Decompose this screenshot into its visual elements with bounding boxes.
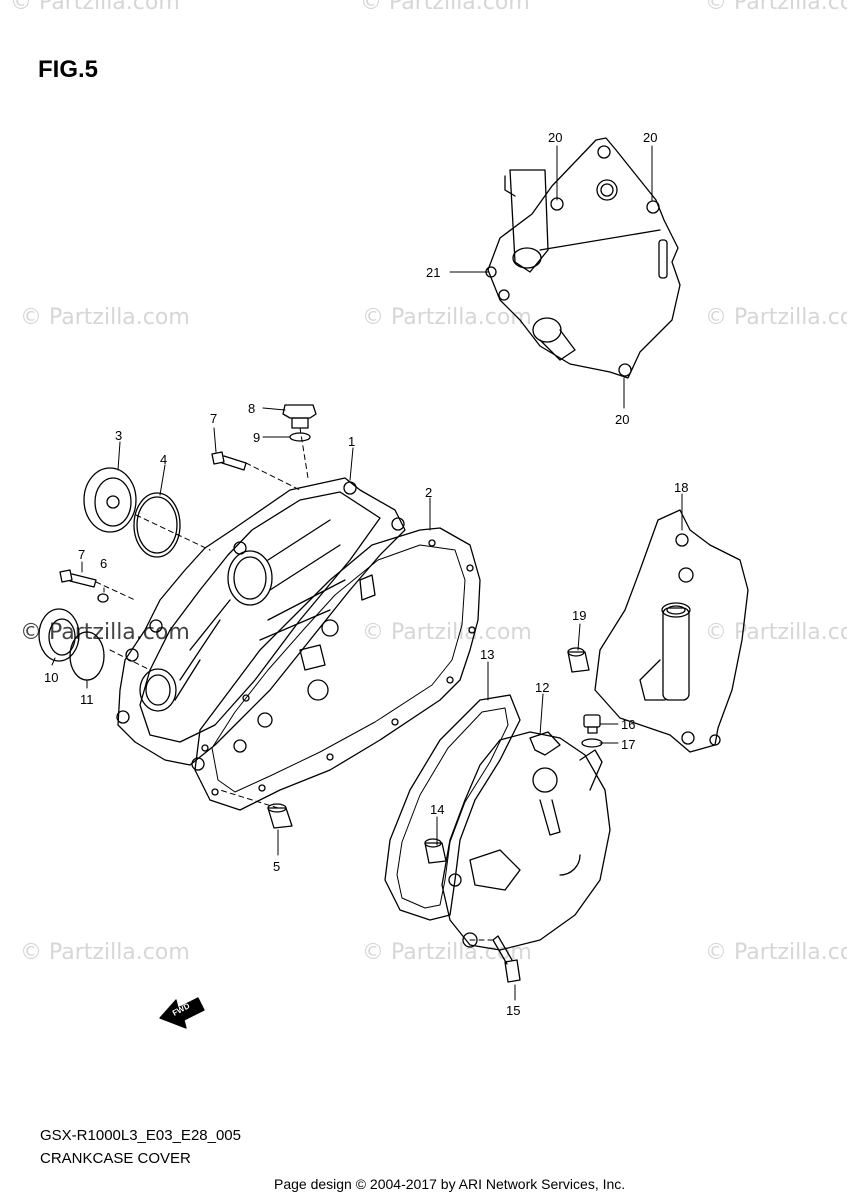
fwd-arrow — [159, 997, 205, 1029]
watermark: © Partzilla.com — [705, 0, 847, 15]
callout-2: 2 — [425, 485, 433, 500]
callout-16: 16 — [621, 717, 636, 732]
watermark: © Partzilla.com — [20, 305, 190, 330]
clutch-cover-12 — [441, 731, 611, 951]
plug-10 — [38, 608, 80, 662]
watermark: © Partzilla.com — [10, 0, 180, 15]
watermark: © Partzilla.com — [360, 0, 530, 15]
page-credit: Page design © 2004-2017 by ARI Network S… — [274, 1176, 626, 1192]
callout-7-upper: 7 — [210, 411, 218, 426]
callout-19: 19 — [572, 608, 587, 623]
bracket-cover-plate — [485, 137, 681, 379]
gasket-17 — [581, 738, 603, 748]
callout-12: 12 — [535, 680, 550, 695]
callout-14: 14 — [430, 802, 445, 817]
o-ring-4-inner — [136, 496, 178, 554]
bolt-15 — [492, 935, 521, 983]
watermark: © Partzilla.com — [20, 940, 190, 965]
dowel-5 — [267, 803, 293, 829]
o-ring-9 — [289, 432, 311, 442]
o-ring-11 — [69, 631, 105, 681]
figure-title: FIG.5 — [38, 56, 99, 83]
callout-1: 1 — [348, 434, 356, 449]
bolt-7-upper — [211, 451, 247, 471]
callout-20-a: 20 — [548, 130, 563, 145]
gasket-13-inner — [396, 707, 509, 909]
cover-18 — [594, 509, 749, 753]
callout-18: 18 — [674, 480, 689, 495]
callout-10: 10 — [44, 670, 59, 685]
gasket-2-inner — [211, 544, 466, 793]
callout-4: 4 — [160, 452, 168, 467]
callout-20-c: 20 — [615, 412, 630, 427]
crankcase-cover-1 — [116, 477, 406, 771]
gasket-2-holes — [201, 539, 476, 796]
callout-21: 21 — [426, 265, 441, 280]
callout-13: 13 — [480, 647, 495, 662]
bolt-7-lower — [59, 569, 97, 588]
callout-7-lower: 7 — [78, 547, 86, 562]
callout-5: 5 — [273, 859, 281, 874]
section-name: CRANKCASE COVER — [40, 1150, 191, 1167]
oil-filler-cap-8 — [282, 404, 317, 429]
callout-9: 9 — [253, 430, 261, 445]
o-ring-4 — [133, 492, 181, 558]
model-code: GSX-R1000L3_E03_E28_005 — [40, 1127, 241, 1144]
watermark: © Partzilla.com — [362, 305, 532, 330]
watermark: © Partzilla.com — [362, 620, 532, 645]
washer-6 — [97, 593, 109, 603]
callout-17: 17 — [621, 737, 636, 752]
leader-lines — [51, 145, 683, 1001]
gasket-2 — [194, 527, 481, 811]
watermark: © Partzilla.com — [705, 620, 847, 645]
dowel-19 — [567, 647, 590, 673]
plug-16 — [583, 714, 601, 734]
watermark: © Partzilla.com — [705, 305, 847, 330]
callout-20-b: 20 — [643, 130, 658, 145]
callout-15: 15 — [506, 1003, 521, 1018]
watermark: © Partzilla.com — [705, 940, 847, 965]
callout-3: 3 — [115, 428, 123, 443]
callout-8: 8 — [248, 401, 256, 416]
callout-6: 6 — [100, 556, 108, 571]
callout-11: 11 — [80, 692, 94, 707]
gasket-13 — [384, 694, 521, 921]
plug-3 — [83, 467, 137, 533]
dowel-14 — [424, 838, 447, 864]
